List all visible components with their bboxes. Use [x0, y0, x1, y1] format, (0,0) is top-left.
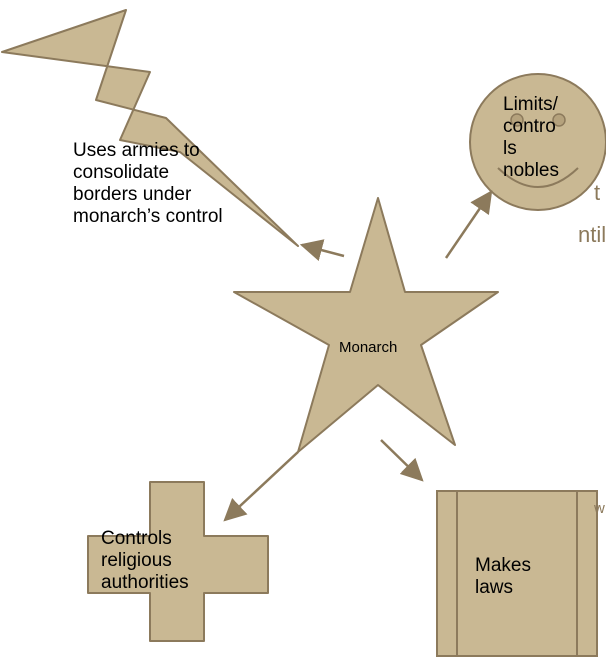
armies-label-line: borders under	[73, 184, 192, 205]
laws-label-line: laws	[475, 577, 514, 598]
nobles-label-line: nobles	[503, 160, 559, 181]
religion-label: Controls religious authorities	[101, 528, 189, 594]
arrow-to-lightning	[299, 239, 345, 262]
cross-shape	[87, 481, 269, 642]
religion-label-line: authorities	[101, 572, 189, 593]
armies-label-line: consolidate	[73, 162, 170, 183]
smiley-face-shape	[469, 73, 606, 211]
armies-label: Uses armies to consolidate borders under…	[73, 140, 223, 228]
arrow-to-religion	[223, 451, 299, 522]
arrow-to-laws	[380, 439, 424, 482]
fragment-text-b: ntil	[578, 222, 606, 247]
star-shape	[233, 197, 499, 453]
fragment-text-c: w	[594, 500, 605, 517]
fragment-text-a: t	[594, 180, 601, 205]
lightning-bolt-shape	[1, 9, 299, 247]
religion-label-line: religious	[101, 550, 172, 571]
laws-label-line: Makes	[475, 555, 531, 576]
book-shape	[436, 490, 598, 657]
nobles-label: Limits/ contro ls nobles	[503, 94, 559, 182]
armies-label-line: Uses armies to	[73, 140, 200, 161]
arrow-to-nobles	[444, 190, 493, 259]
nobles-label-line: ls	[503, 138, 517, 159]
nobles-label-line: contro	[503, 116, 556, 137]
monarch-label: Monarch	[339, 339, 398, 356]
laws-label: Makes laws	[475, 555, 531, 599]
armies-label-line: monarch’s control	[73, 206, 223, 227]
religion-label-line: Controls	[101, 528, 172, 549]
nobles-label-line: Limits/	[503, 94, 558, 115]
